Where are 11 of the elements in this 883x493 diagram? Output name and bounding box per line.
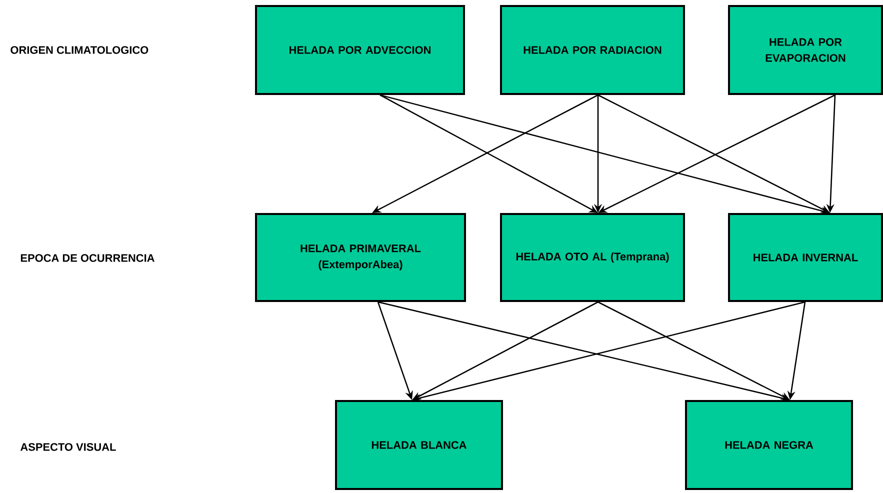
process-box: HELADA OTO AL (Temprana) <box>500 213 685 302</box>
row-label: EPOCA DE OCURRENCIA <box>20 254 154 262</box>
row-label: ASPECTO VISUAL <box>20 443 116 451</box>
process-box: HELADA INVERNAL <box>728 213 883 302</box>
process-box: HELADA PRIMAVERAL (ExtemporAbea) <box>255 213 466 302</box>
process-box: HELADA POR EVAPORACION <box>728 5 883 95</box>
process-box: HELADA POR ADVECCION <box>255 5 465 95</box>
row-label: ORIGEN CLIMATOLOGICO <box>10 46 148 54</box>
process-box: HELADA POR RADIACION <box>500 5 685 95</box>
process-box: HELADA BLANCA <box>335 400 503 490</box>
process-box: HELADA NEGRA <box>685 400 853 490</box>
